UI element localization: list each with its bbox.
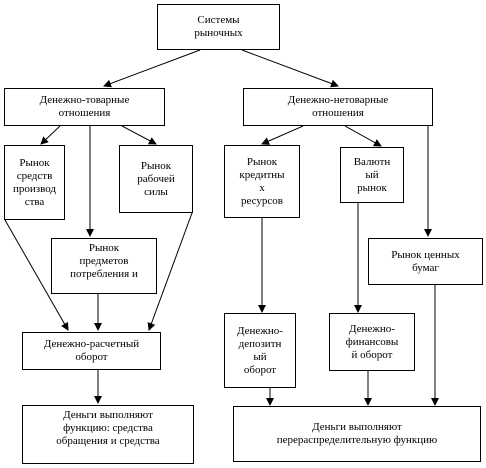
edge-labor-to-settlement [147,212,193,331]
node-money-settlement-turnover: Денежно-расчетный оборот [22,332,161,370]
node-money-function-redistribution: Деньги выполняют перераспределительную ф… [233,406,481,462]
edge-commodity-to-production [40,125,61,145]
node-labor-market: Рынок рабочей силы [119,145,193,213]
edge-commodity-to-labor [121,125,157,145]
node-money-function-circulation: Деньги выполняют функцию: средства обращ… [22,405,194,464]
node-money-financial-turnover: Денежно- финансовы й оборот [329,313,415,371]
node-securities-market: Рынок ценных бумаг [368,238,483,285]
node-money-noncommodity-relations: Денежно-нетоварные отношения [243,88,433,126]
edge-noncommodity-to-credit [261,125,304,145]
node-currency-market: Валютн ый рынок [340,147,404,203]
edge-systems-to-commodity [103,49,201,88]
node-money-deposit-turnover: Денежно- депозитн ый оборот [224,313,296,388]
node-market-systems: Системы рыночных [157,4,280,50]
node-consumer-goods-market: Рынок предметов потребления и [51,238,157,294]
edge-systems-to-noncommodity [241,49,339,88]
node-money-commodity-relations: Денежно-товарные отношения [4,88,165,126]
node-means-of-production-market: Рынок средств производ ства [4,145,65,220]
edge-production-to-settlement [4,219,69,331]
node-credit-resources-market: Рынок кредитны х ресурсов [224,145,300,218]
edge-noncommodity-to-currency [344,125,382,147]
